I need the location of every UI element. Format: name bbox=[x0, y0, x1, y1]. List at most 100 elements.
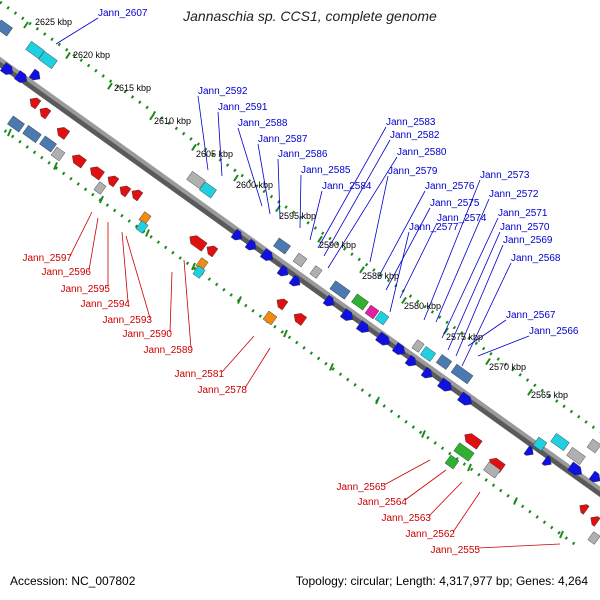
reverse-gene-label: Jann_2581 bbox=[175, 369, 225, 380]
scale-label: 2600 kbp bbox=[236, 180, 273, 190]
gene-feature bbox=[550, 432, 570, 452]
gene-feature bbox=[273, 237, 291, 255]
gene-feature bbox=[38, 50, 58, 70]
genome-title: Jannaschia sp. CCS1, complete genome bbox=[183, 8, 437, 24]
gene-feature bbox=[364, 304, 380, 320]
gene-feature bbox=[39, 135, 57, 153]
forward-gene-label: Jann_2583 bbox=[386, 117, 436, 128]
gene-feature bbox=[590, 516, 600, 527]
gene-feature bbox=[339, 308, 354, 321]
gene-feature bbox=[322, 294, 335, 307]
forward-leader-line bbox=[257, 143, 271, 215]
gene-feature bbox=[444, 454, 460, 470]
gene-feature bbox=[532, 436, 548, 452]
scale-tick bbox=[401, 296, 407, 304]
scale-tick bbox=[467, 463, 472, 472]
gene-feature bbox=[541, 455, 552, 466]
gene-feature bbox=[230, 228, 243, 241]
forward-gene-label: Jann_2568 bbox=[511, 253, 561, 264]
reverse-leader-line bbox=[69, 211, 93, 257]
gene-feature bbox=[391, 342, 406, 355]
forward-leader-line bbox=[399, 222, 438, 299]
reverse-gene-label: Jann_2597 bbox=[23, 253, 73, 264]
forward-leader-line bbox=[309, 190, 323, 241]
forward-leader-line bbox=[55, 17, 99, 45]
scale-tick bbox=[237, 296, 242, 304]
scale-tick bbox=[23, 21, 29, 29]
gene-feature bbox=[186, 170, 206, 190]
reverse-gene-label: Jann_2594 bbox=[81, 299, 131, 310]
forward-leader-line bbox=[323, 139, 391, 257]
gene-feature bbox=[411, 339, 425, 353]
forward-leader-line bbox=[389, 231, 410, 313]
reverse-gene-label: Jann_2565 bbox=[337, 482, 387, 493]
forward-gene-label: Jann_2577 bbox=[409, 222, 459, 233]
forward-leader-line bbox=[467, 319, 507, 347]
gene-feature bbox=[93, 181, 107, 195]
gene-feature bbox=[199, 181, 217, 199]
gene-feature bbox=[355, 320, 370, 333]
forward-leader-line bbox=[369, 175, 389, 263]
gene-feature bbox=[28, 68, 41, 81]
gene-feature bbox=[374, 310, 390, 326]
scale-label: 2590 kbp bbox=[319, 240, 356, 250]
backbone bbox=[0, 56, 600, 492]
gene-feature bbox=[39, 107, 52, 120]
scale-label: 2595 kbp bbox=[279, 211, 316, 221]
gene-feature bbox=[288, 274, 301, 287]
gene-feature bbox=[453, 442, 475, 462]
inner-scale-track bbox=[0, 125, 581, 550]
gene-feature bbox=[404, 354, 417, 367]
forward-leader-line bbox=[327, 156, 398, 269]
scale-tick bbox=[527, 388, 533, 396]
reverse-leader-line bbox=[452, 491, 481, 533]
gene-feature bbox=[131, 189, 144, 202]
scale-tick bbox=[559, 530, 564, 539]
gene-feature bbox=[351, 293, 369, 311]
reverse-leader-line bbox=[404, 469, 447, 501]
forward-leader-line bbox=[277, 158, 281, 219]
forward-leader-line bbox=[217, 111, 223, 177]
scale-label: 2585 kbp bbox=[362, 271, 399, 281]
reverse-gene-label: Jann_2590 bbox=[123, 329, 173, 340]
forward-leader-line bbox=[423, 179, 481, 321]
forward-gene-label: Jann_2579 bbox=[388, 166, 438, 177]
forward-gene-label: Jann_2571 bbox=[498, 208, 548, 219]
forward-leader-line bbox=[237, 127, 263, 207]
gene-feature bbox=[293, 313, 308, 326]
gene-feature bbox=[567, 461, 582, 476]
reverse-leader-line bbox=[183, 259, 192, 349]
gene-feature bbox=[329, 280, 351, 300]
gene-feature bbox=[587, 531, 600, 545]
gene-feature bbox=[483, 461, 501, 479]
scale-tick bbox=[149, 113, 155, 121]
scale-label: 2565 kbp bbox=[531, 390, 568, 400]
gene-feature bbox=[588, 470, 600, 483]
scale-tick bbox=[283, 329, 288, 338]
gene-feature bbox=[457, 391, 472, 406]
scale-tick bbox=[107, 82, 113, 90]
forward-gene-label: Jann_2572 bbox=[489, 189, 539, 200]
scale-tick bbox=[191, 262, 196, 271]
scale-tick bbox=[485, 358, 491, 366]
forward-gene-label: Jann_2573 bbox=[480, 170, 530, 181]
scale-tick bbox=[145, 229, 150, 237]
forward-gene-label: Jann_2586 bbox=[278, 149, 328, 160]
forward-gene-label: Jann_2585 bbox=[301, 165, 351, 176]
gene-feature bbox=[276, 298, 289, 311]
scale-ticks bbox=[7, 21, 564, 539]
scale-tick bbox=[191, 143, 197, 151]
gene-feature bbox=[7, 115, 25, 133]
scale-label: 2625 kbp bbox=[35, 17, 72, 27]
forward-gene-label: Jann_2567 bbox=[506, 310, 556, 321]
scale-label: 2580 kbp bbox=[404, 301, 441, 311]
scale-tick bbox=[53, 162, 58, 170]
gene-feature bbox=[29, 97, 42, 110]
accession-text: Accession: NC_007802 bbox=[10, 574, 136, 588]
reverse-leader-line bbox=[121, 231, 129, 303]
reverse-gene-label: Jann_2578 bbox=[198, 385, 248, 396]
gene-feature bbox=[579, 504, 590, 515]
reverse-gene-label: Jann_2596 bbox=[42, 267, 92, 278]
forward-leader-line bbox=[197, 95, 209, 171]
